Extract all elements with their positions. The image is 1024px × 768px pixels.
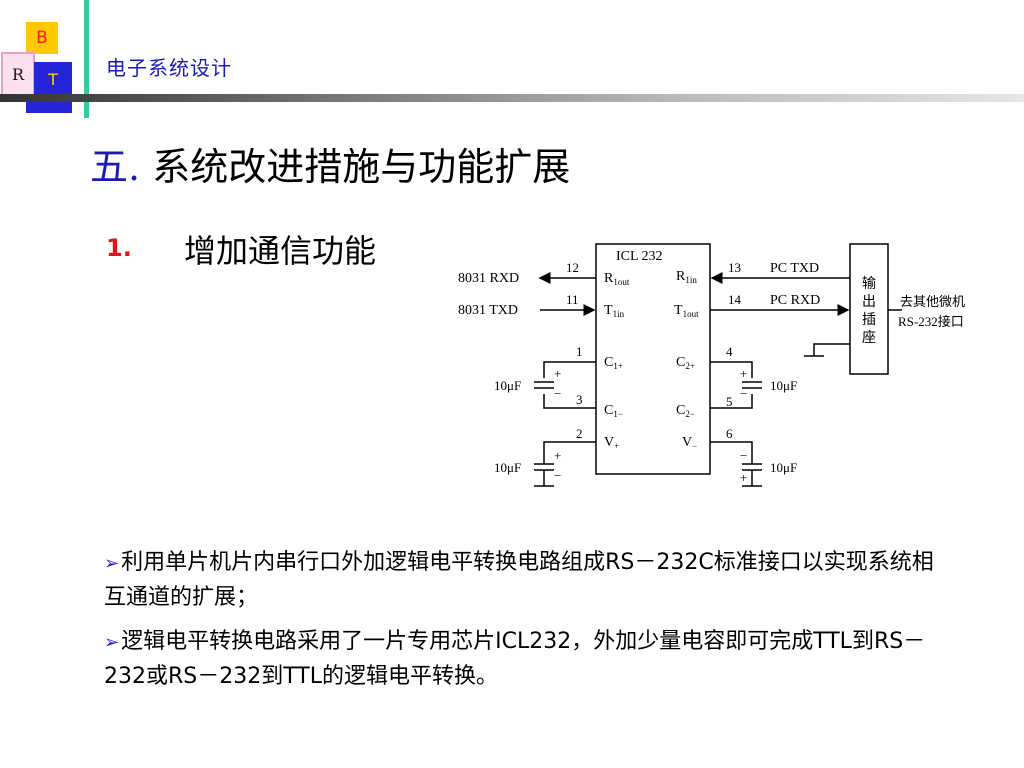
slide-title: 五. 系统改进措施与功能扩展 — [90, 136, 570, 191]
pin-13: 13 — [728, 260, 741, 275]
connector-box — [849, 243, 889, 375]
cap-label-c1: 10μF — [494, 378, 521, 393]
logo-t-square: T — [34, 62, 72, 96]
pin-12: 12 — [566, 260, 579, 275]
note-line-1: 去其他微机 — [900, 294, 965, 309]
pin-6: 6 — [726, 426, 733, 441]
cap-label-c2: 10μF — [770, 378, 797, 393]
connector-char-4: 座 — [862, 330, 876, 346]
logo: B R T — [0, 0, 90, 118]
pin-label-t1out: T1out — [674, 303, 699, 319]
pin-label-r1in: R1in — [676, 269, 697, 285]
pin-3: 3 — [576, 392, 583, 407]
polarity-v2-plus: + — [740, 470, 747, 485]
right-label-rxd: PC RXD — [770, 293, 820, 308]
polarity-v1-plus: + — [554, 448, 561, 463]
pin-label-vplus: V+ — [604, 435, 619, 451]
section-title: 增加通信功能 — [184, 232, 377, 270]
pin-label-c2plus: C2+ — [676, 355, 695, 371]
pin-label-t1in: T1in — [604, 303, 625, 319]
polarity-c1-plus: + — [554, 366, 561, 381]
bullet-item-2: ➢逻辑电平转换电路采用了一片专用芯片ICL232，外加少量电容即可完成TTL到R… — [104, 625, 944, 694]
right-label-txd: PC TXD — [770, 261, 819, 276]
cap-label-v2: 10μF — [770, 460, 797, 475]
pin-11: 11 — [566, 292, 579, 307]
left-label-rxd: 8031 RXD — [458, 271, 519, 286]
connector-char-3: 插 — [862, 312, 876, 328]
logo-b-square: B — [26, 22, 58, 54]
polarity-v1-minus: − — [554, 468, 561, 483]
bullet-text-1: 利用单片机片内串行口外加逻辑电平转换电路组成RS－232C标准接口以实现系统相互… — [104, 550, 934, 610]
polarity-c1-minus: − — [554, 386, 561, 401]
bullet-text-2: 逻辑电平转换电路采用了一片专用芯片ICL232，外加少量电容即可完成TTL到RS… — [104, 629, 926, 689]
logo-green-line — [84, 0, 89, 118]
connector-char-1: 输 — [862, 276, 876, 292]
section-number: 1. — [106, 234, 132, 262]
left-label-txd: 8031 TXD — [458, 303, 518, 318]
pin-4: 4 — [726, 344, 733, 359]
pin-5: 5 — [726, 394, 733, 409]
polarity-c2-minus: − — [740, 386, 747, 401]
pin-label-vminus: V− — [682, 435, 697, 451]
icl232-chip — [595, 243, 711, 475]
cap-label-v1: 10μF — [494, 460, 521, 475]
pin-1: 1 — [576, 344, 583, 359]
title-number: 五. — [90, 145, 141, 189]
pin-label-c1minus: C1− — [604, 403, 623, 419]
pin-label-c1plus: C1+ — [604, 355, 623, 371]
arrow-bullet-icon: ➢ — [104, 553, 120, 574]
pin-label-r1out: R1out — [604, 271, 630, 287]
icl232-circuit-diagram: ICL 232 8031 RXD 8031 TXD PC TXD PC RXD … — [458, 243, 965, 487]
polarity-v2-minus: − — [740, 448, 747, 463]
arrow-bullet-icon: ➢ — [104, 632, 120, 653]
note-line-2: RS-232接口 — [898, 314, 964, 329]
header-gradient-bar — [0, 94, 1024, 102]
title-text: 系统改进措施与功能扩展 — [152, 145, 571, 189]
logo-r-square: R — [1, 52, 35, 96]
pin-14: 14 — [728, 292, 742, 307]
bullet-item-1: ➢利用单片机片内串行口外加逻辑电平转换电路组成RS－232C标准接口以实现系统相… — [104, 546, 944, 615]
chip-label: ICL 232 — [616, 249, 663, 264]
pin-label-c2minus: C2− — [676, 403, 695, 419]
pin-2: 2 — [576, 426, 583, 441]
polarity-c2-plus: + — [740, 366, 747, 381]
bullet-list: ➢利用单片机片内串行口外加逻辑电平转换电路组成RS－232C标准接口以实现系统相… — [104, 546, 944, 704]
header-title: 电子系统设计 — [106, 56, 232, 80]
connector-char-2: 出 — [862, 294, 876, 310]
